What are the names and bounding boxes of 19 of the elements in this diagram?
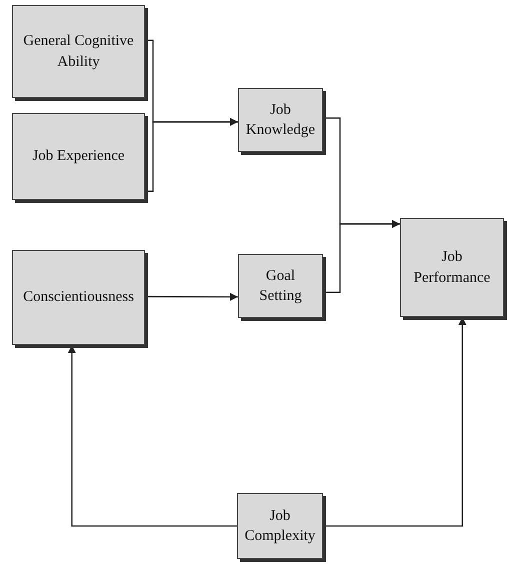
arrow xyxy=(323,220,400,294)
box-label: General Cognitive Ability xyxy=(22,32,135,72)
box-label: Job Knowledge xyxy=(244,100,316,140)
box-label: Job Experience xyxy=(32,147,125,166)
concept-box xyxy=(12,5,145,98)
concept-box xyxy=(12,250,145,345)
concept-box xyxy=(238,254,323,318)
concept-box xyxy=(238,88,323,152)
concept-box xyxy=(12,113,145,200)
box-label: Goal Setting xyxy=(258,266,303,306)
arrow xyxy=(145,292,238,301)
arrow xyxy=(323,317,466,527)
arrow xyxy=(68,345,237,527)
concept-box xyxy=(400,218,504,317)
concept-box xyxy=(237,493,323,559)
arrow xyxy=(145,118,238,192)
box-label: Job Complexity xyxy=(244,506,316,546)
box-label: Job Performance xyxy=(412,248,492,288)
box-label: Conscientiousness xyxy=(23,288,134,308)
